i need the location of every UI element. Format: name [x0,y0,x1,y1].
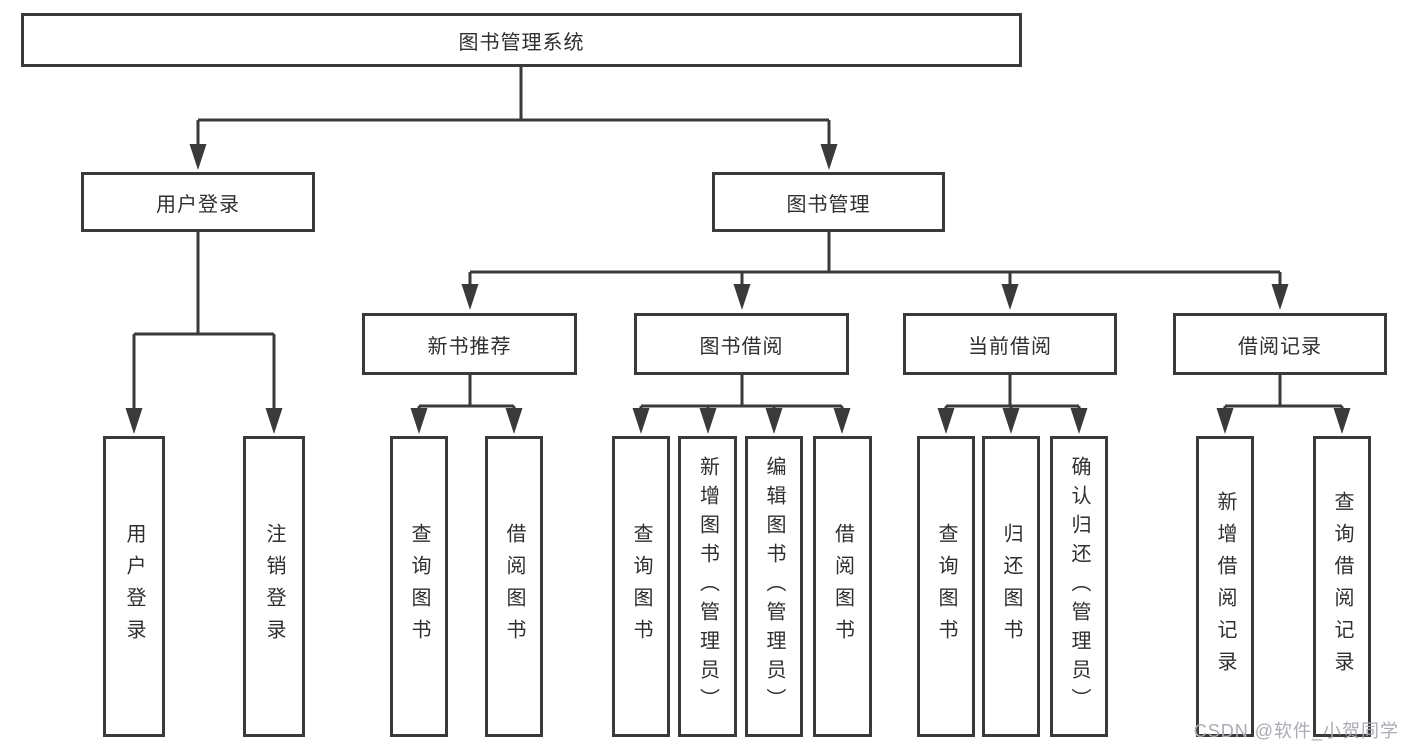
connector-root-to-level2 [196,67,831,146]
node-add-borrow-record: 新增借阅记录 [1196,436,1254,737]
node-query-books-1: 查询图书 [390,436,448,737]
node-current-borrow: 当前借阅 [903,313,1117,375]
node-root: 图书管理系统 [21,13,1022,67]
node-add-borrow-record-label: 新增借阅记录 [1214,490,1236,683]
node-book-management-label: 图书管理 [786,193,871,216]
node-query-books-3-label: 查询图书 [935,522,957,651]
node-user-login: 用户登录 [81,172,315,232]
node-edit-book-admin-label: 编辑图书（管理员） [763,456,785,717]
node-current-borrow-label: 当前借阅 [968,335,1052,358]
node-new-book-recommend: 新书推荐 [362,313,577,375]
node-query-books-3: 查询图书 [917,436,975,737]
node-user-login-leaf: 用户登录 [103,436,165,737]
node-edit-book-admin: 编辑图书（管理员） [745,436,803,737]
node-confirm-return-admin-label: 确认归还（管理员） [1068,456,1090,717]
node-borrow-records-label: 借阅记录 [1238,335,1322,358]
node-new-book-recommend-label: 新书推荐 [427,335,512,358]
connector-recommend-to-leaves [417,375,516,412]
csdn-watermark: CSDN @软件_小贺同学 [1193,721,1399,741]
node-book-management: 图书管理 [712,172,945,232]
node-add-book-admin: 新增图书（管理员） [678,436,737,737]
connector-borrow-to-leaves [639,375,844,412]
node-logout: 注销登录 [243,436,305,737]
node-user-login-label: 用户登录 [156,193,240,216]
node-query-books-2-label: 查询图书 [630,522,652,651]
connector-bookmgmt-to-level3 [468,232,1282,286]
node-logout-label: 注销登录 [263,522,285,651]
node-borrow-records: 借阅记录 [1173,313,1387,375]
node-query-books-1-label: 查询图书 [408,522,430,651]
node-borrow-books-2-label: 借阅图书 [831,522,854,651]
arrowheads [125,144,1351,434]
connector-userlogin-to-leaves [132,232,276,410]
node-root-label: 图书管理系统 [458,31,585,54]
node-book-borrow: 图书借阅 [634,313,849,375]
node-borrow-books-2: 借阅图书 [813,436,872,737]
node-user-login-leaf-label: 用户登录 [123,522,145,651]
node-return-books: 归还图书 [982,436,1040,737]
node-add-book-admin-label: 新增图书（管理员） [696,456,719,717]
node-borrow-books-1-label: 借阅图书 [503,522,525,651]
connector-current-to-leaves [944,375,1081,412]
node-query-borrow-record: 查询借阅记录 [1313,436,1371,737]
node-confirm-return-admin: 确认归还（管理员） [1050,436,1108,737]
node-query-books-2: 查询图书 [612,436,670,737]
node-query-borrow-record-label: 查询借阅记录 [1331,490,1353,683]
node-return-books-label: 归还图书 [1000,522,1022,651]
node-borrow-books-1: 借阅图书 [485,436,543,737]
connector-records-to-leaves [1223,375,1344,412]
node-book-borrow-label: 图书借阅 [699,335,784,358]
